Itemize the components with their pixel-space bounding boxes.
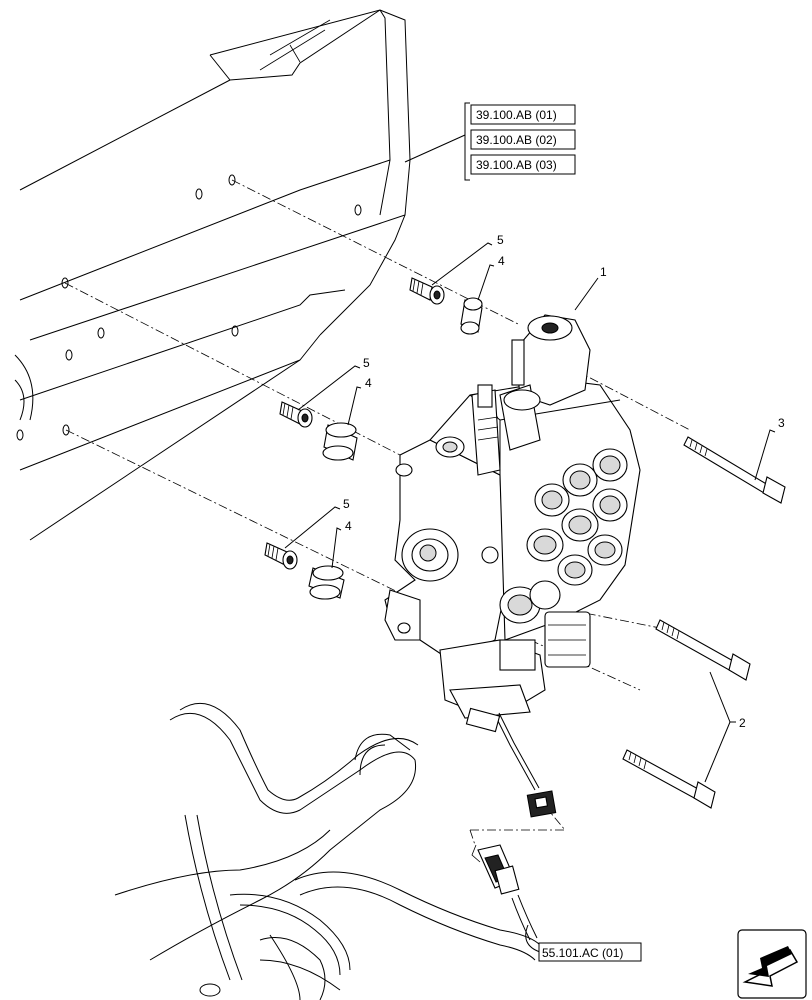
- ref-frame-3-label[interactable]: 39.100.AB (03): [476, 158, 557, 172]
- callout-bolts-lower: 2: [704, 671, 746, 783]
- callout-stud-mid: 5: [297, 356, 370, 411]
- callout-valve: 1: [574, 265, 607, 311]
- callout-spacer-bottom-number: 4: [345, 519, 352, 533]
- bolt-lower-2: [622, 749, 716, 809]
- callout-stud-top-number: 5: [497, 233, 504, 247]
- stud-mid: [279, 401, 313, 428]
- callout-bolt-upper: 3: [754, 416, 785, 481]
- frame-reference-leader: [404, 102, 470, 181]
- callout-stud-bottom: 5: [284, 497, 350, 549]
- callout-spacer-bottom: 4: [331, 519, 352, 569]
- bolt-lower-1: [655, 619, 751, 681]
- ref-frame-1-label[interactable]: 39.100.AB (01): [476, 108, 557, 122]
- bolt-upper: [683, 436, 786, 504]
- ref-box-frame-3[interactable]: 39.100.AB (03): [470, 154, 576, 175]
- callout-valve-number: 1: [600, 265, 607, 279]
- callout-bolt-upper-number: 3: [778, 416, 785, 430]
- spacer-mid: [322, 422, 358, 461]
- callout-spacer-mid: 4: [347, 376, 372, 426]
- callout-stud-mid-number: 5: [363, 356, 370, 370]
- spacer-top: [460, 297, 483, 335]
- sensor-connector: [465, 707, 557, 818]
- ref-box-harness[interactable]: 55.101.AC (01): [538, 942, 642, 962]
- stud-top: [409, 277, 445, 305]
- callout-spacer-mid-number: 4: [365, 376, 372, 390]
- callout-stud-bottom-number: 5: [343, 497, 350, 511]
- callout-bolts-lower-number: 2: [739, 716, 746, 730]
- frame-rail: [14, 9, 411, 541]
- harness-connector: [471, 844, 520, 895]
- ref-box-frame-1[interactable]: 39.100.AB (01): [470, 104, 576, 125]
- wiring-harness: [114, 702, 541, 1000]
- spacer-bottom: [308, 565, 345, 600]
- ref-box-frame-2[interactable]: 39.100.AB (02): [470, 129, 576, 150]
- callout-spacer-top: 4: [477, 254, 505, 301]
- callout-stud-top: 5: [431, 233, 504, 286]
- ref-harness-label[interactable]: 55.101.AC (01): [542, 946, 623, 960]
- stud-bottom: [264, 542, 298, 570]
- control-valve: [384, 314, 641, 719]
- callout-spacer-top-number: 4: [498, 254, 505, 268]
- harness-reference-leader: [525, 924, 541, 953]
- arrow-return-icon[interactable]: [737, 929, 807, 999]
- ref-frame-2-label[interactable]: 39.100.AB (02): [476, 133, 557, 147]
